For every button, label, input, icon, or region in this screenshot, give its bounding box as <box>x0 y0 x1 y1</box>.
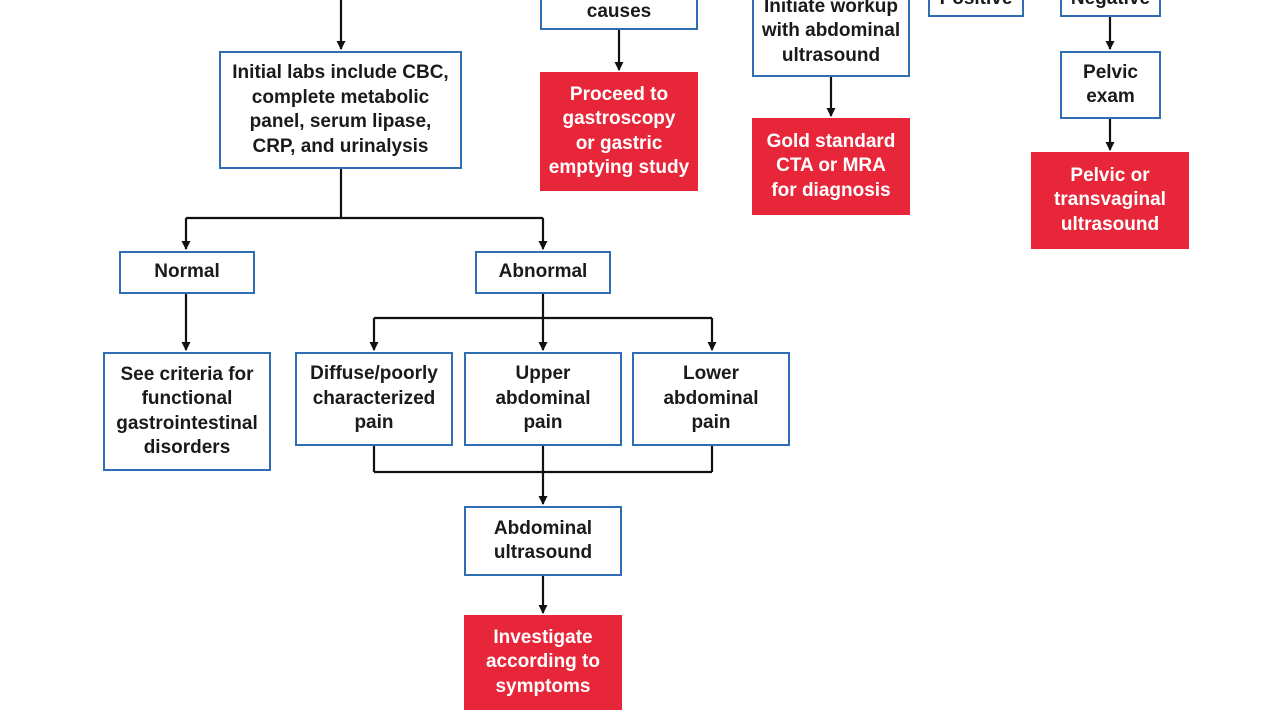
initial-labs-box: Initial labs include CBC, complete metab… <box>219 51 462 169</box>
initiate-workup-label: Initiate workup with abdominal ultrasoun… <box>761 0 901 66</box>
causes-box: causes <box>540 0 698 30</box>
pelvic-exam-label: Pelvic exam <box>1083 61 1138 108</box>
initial-labs-label: Initial labs include CBC, complete metab… <box>232 62 449 157</box>
normal-label: Normal <box>154 261 220 283</box>
upper-pain-box: Upper abdominal pain <box>464 352 622 446</box>
pelvic-exam-box: Pelvic exam <box>1060 51 1161 119</box>
proceed-gastroscopy-label: Proceed to gastroscopy or gastric emptyi… <box>548 83 690 179</box>
abdominal-ultrasound-box: Abdominal ultrasound <box>464 506 622 576</box>
pelvic-ultrasound-box: Pelvic or transvaginal ultrasound <box>1031 152 1189 249</box>
upper-pain-label: Upper abdominal pain <box>495 363 591 434</box>
positive-box: Positive <box>928 0 1024 17</box>
gold-standard-box: Gold standard CTA or MRA for diagnosis <box>752 118 910 215</box>
diffuse-pain-box: Diffuse/poorly characterized pain <box>295 352 453 446</box>
normal-box: Normal <box>119 251 255 294</box>
abdominal-ultrasound-label: Abdominal ultrasound <box>493 517 593 564</box>
initiate-workup-box: Initiate workup with abdominal ultrasoun… <box>752 0 910 77</box>
abnormal-label: Abnormal <box>498 261 588 283</box>
negative-box: Negative <box>1060 0 1161 17</box>
pelvic-ultrasound-label: Pelvic or transvaginal ultrasound <box>1054 164 1166 235</box>
investigate-symptoms-label: Investigate according to symptoms <box>485 626 600 697</box>
see-criteria-box: See criteria for functional gastrointest… <box>103 352 271 471</box>
negative-label: Negative <box>1071 0 1150 11</box>
positive-label: Positive <box>940 0 1013 11</box>
investigate-symptoms-box: Investigate according to symptoms <box>464 615 622 710</box>
abnormal-box: Abnormal <box>475 251 611 294</box>
see-criteria-label: See criteria for functional gastrointest… <box>116 363 258 459</box>
lower-pain-box: Lower abdominal pain <box>632 352 790 446</box>
gold-standard-label: Gold standard CTA or MRA for diagnosis <box>766 130 896 201</box>
proceed-gastroscopy-box: Proceed to gastroscopy or gastric emptyi… <box>540 72 698 191</box>
lower-pain-label: Lower abdominal pain <box>663 363 759 434</box>
causes-label: causes <box>586 0 652 22</box>
diffuse-pain-label: Diffuse/poorly characterized pain <box>310 363 438 434</box>
